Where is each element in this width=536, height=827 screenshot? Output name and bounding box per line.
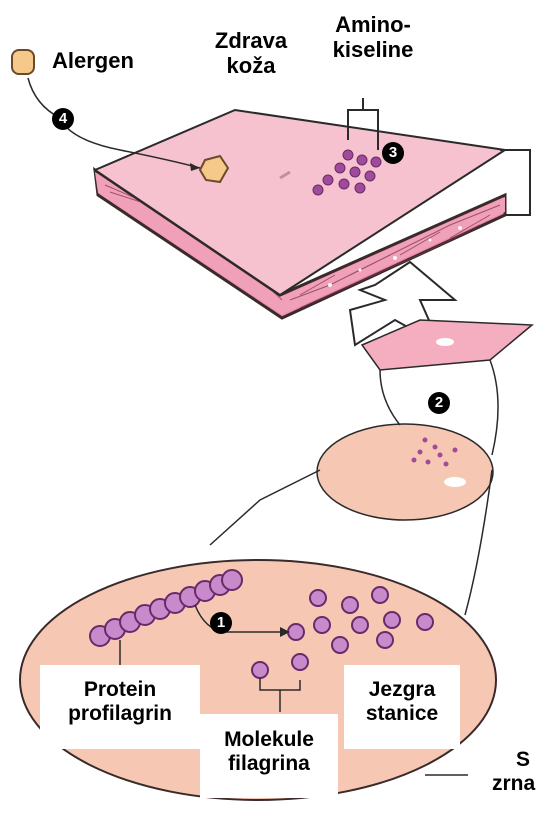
label-filaggrin: Molekule filagrina [200, 728, 338, 776]
skin-surface [95, 110, 505, 295]
label-nucleus: Jezgra stanice [344, 678, 460, 726]
middle-cell [317, 424, 493, 520]
label-cut-line2: zrna [492, 772, 536, 796]
label-filaggrin-line2: filagrina [200, 752, 338, 776]
label-healthy-skin-line1: Zdrava [206, 28, 296, 53]
label-amino-line1: Amino- [318, 12, 428, 37]
label-filaggrin-line1: Molekule [200, 728, 338, 752]
label-cut: S zrna [492, 748, 536, 796]
label-profilaggrin-line2: profilagrin [40, 702, 200, 726]
step-badge-3: 3 [382, 142, 404, 164]
label-amino-acids: Amino- kiseline [318, 12, 428, 63]
skin-block [95, 110, 530, 318]
label-cut-line1: S [492, 748, 536, 772]
label-amino-line2: kiseline [318, 37, 428, 62]
label-profilaggrin: Protein profilagrin [40, 678, 200, 726]
allergen-marker [12, 50, 34, 74]
label-profilaggrin-line1: Protein [40, 678, 200, 702]
label-healthy-skin-line2: koža [206, 53, 296, 78]
label-allergen: Alergen [52, 48, 134, 73]
label-healthy-skin: Zdrava koža [206, 28, 296, 79]
step-badge-4: 4 [52, 108, 74, 130]
step-badge-2: 2 [428, 392, 450, 414]
label-nucleus-line1: Jezgra [344, 678, 460, 702]
step-badge-1: 1 [210, 612, 232, 634]
label-nucleus-line2: stanice [344, 702, 460, 726]
